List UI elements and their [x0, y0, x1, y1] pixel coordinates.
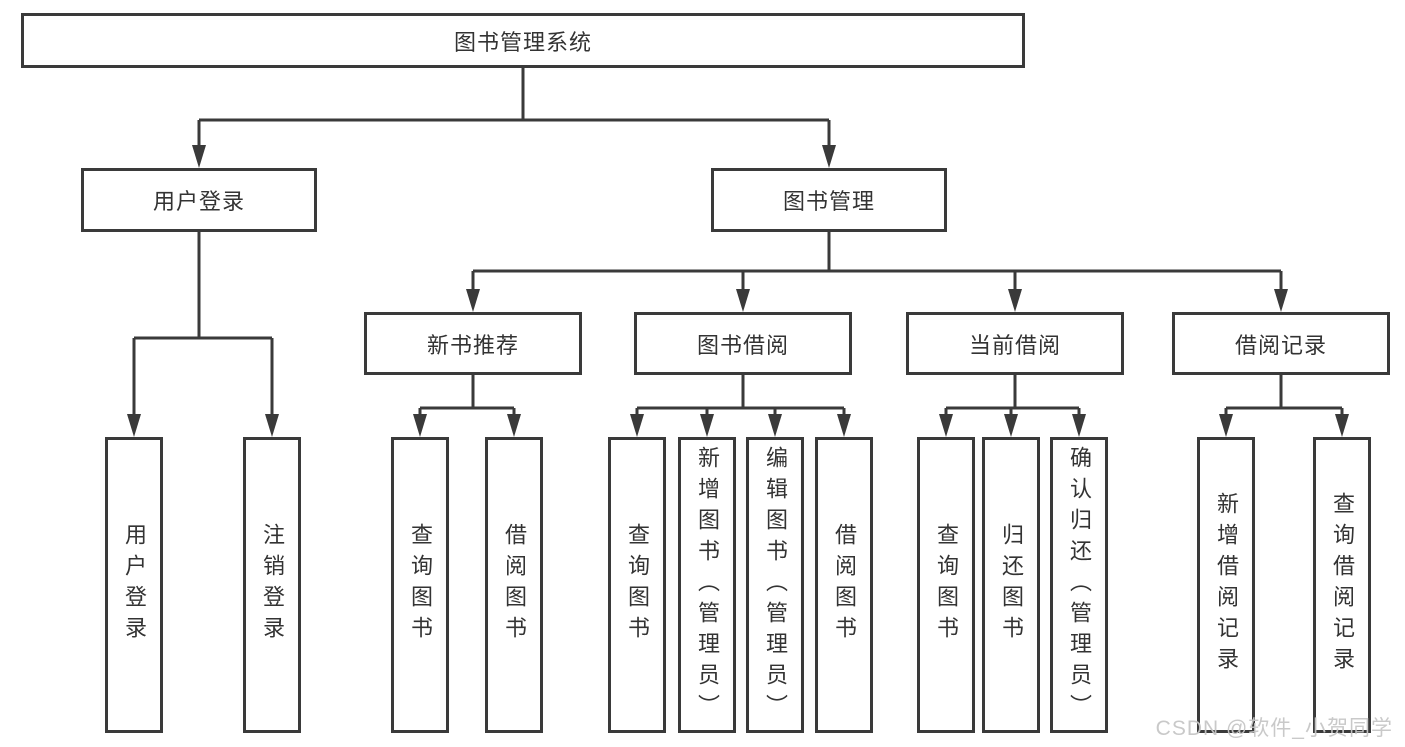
leaf-add-borrow-record: 新增借阅记录: [1197, 437, 1255, 733]
node-library-management-system: 图书管理系统: [21, 13, 1025, 68]
node-label: 查询图书: [625, 523, 650, 647]
node-label: 新增图书（管理员）: [695, 445, 720, 725]
node-book-borrowing: 图书借阅: [634, 312, 852, 375]
node-label: 查询借阅记录: [1330, 492, 1355, 678]
leaf-return-books: 归还图书: [982, 437, 1040, 733]
node-label: 查询图书: [934, 523, 959, 647]
csdn-watermark: CSDN @软件_小贺同学: [1155, 717, 1393, 740]
node-label: 用户登录: [122, 523, 147, 647]
node-label: 借阅图书: [832, 523, 857, 647]
node-new-book-recommend: 新书推荐: [364, 312, 582, 375]
node-label: 图书管理: [782, 189, 875, 214]
node-label: 查询图书: [408, 523, 433, 647]
node-label: 新增借阅记录: [1214, 492, 1239, 678]
leaf-add-books-admin: 新增图书（管理员）: [678, 437, 736, 733]
leaf-borrow-books-recommend: 借阅图书: [485, 437, 543, 733]
node-label: 用户登录: [152, 189, 245, 214]
node-label: 确认归还（管理员）: [1067, 445, 1092, 725]
leaf-query-borrow-record: 查询借阅记录: [1313, 437, 1371, 733]
leaf-borrow-books-borrowing: 借阅图书: [815, 437, 873, 733]
leaf-query-books-borrowing: 查询图书: [608, 437, 666, 733]
leaf-logout: 注销登录: [243, 437, 301, 733]
node-borrowing-records: 借阅记录: [1172, 312, 1390, 375]
node-label: 当前借阅: [968, 332, 1061, 358]
node-label: 借阅图书: [502, 523, 527, 647]
leaf-query-books-current: 查询图书: [917, 437, 975, 733]
node-label: 图书借阅: [696, 332, 789, 358]
node-label: 归还图书: [999, 523, 1024, 647]
leaf-confirm-return-admin: 确认归还（管理员）: [1050, 437, 1108, 733]
node-current-borrowing: 当前借阅: [906, 312, 1124, 375]
node-label: 图书管理系统: [453, 29, 592, 55]
node-label: 新书推荐: [426, 332, 519, 358]
leaf-query-books-recommend: 查询图书: [391, 437, 449, 733]
node-user-login-group: 用户登录: [81, 168, 317, 232]
node-label: 编辑图书（管理员）: [763, 445, 788, 725]
leaf-user-login: 用户登录: [105, 437, 163, 733]
connector-arrowheads: [127, 145, 1349, 437]
node-book-management-group: 图书管理: [711, 168, 947, 232]
leaf-edit-books-admin: 编辑图书（管理员）: [746, 437, 804, 733]
node-label: 注销登录: [260, 523, 285, 647]
node-label: 借阅记录: [1234, 332, 1327, 358]
